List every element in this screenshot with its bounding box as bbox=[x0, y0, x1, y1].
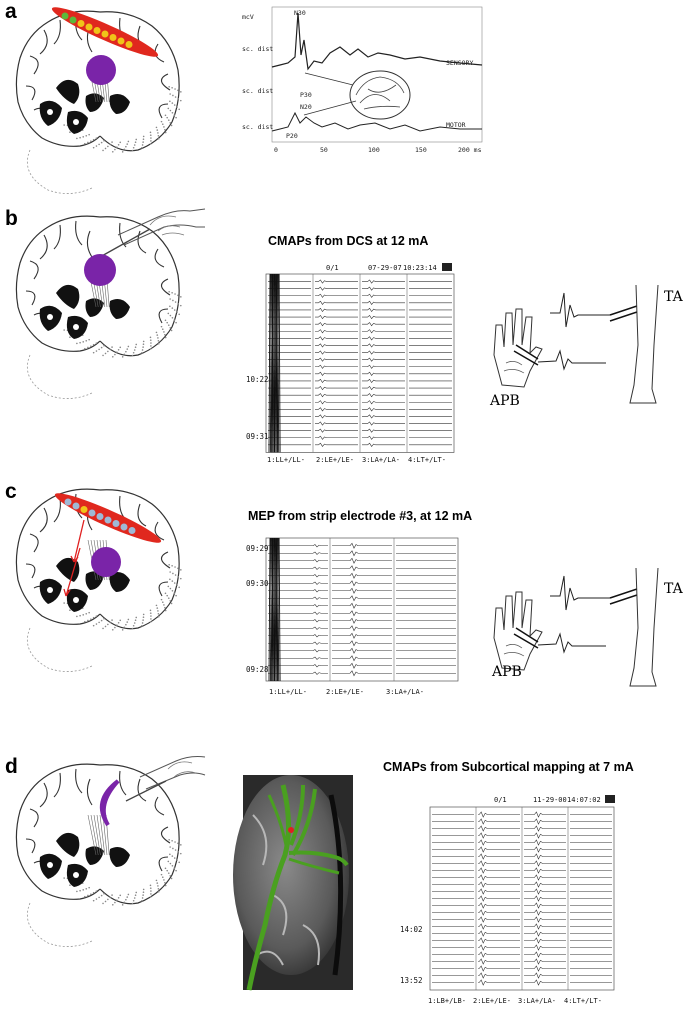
peak-label: N30 bbox=[294, 9, 306, 17]
header-marker bbox=[442, 263, 452, 271]
x-tick: 0 bbox=[274, 146, 278, 154]
svg-text:sc. dist: sc. dist bbox=[242, 123, 273, 131]
x-tick: 50 bbox=[320, 146, 328, 154]
hand-icon bbox=[493, 591, 543, 671]
channel-label: 2:LE+/LE- bbox=[326, 688, 364, 696]
stimulation-marker bbox=[288, 827, 294, 833]
channel-label: 2:LE+/LE- bbox=[473, 997, 511, 1005]
probe-hand-icon bbox=[99, 208, 206, 258]
leg-icon bbox=[629, 284, 659, 404]
svg-text:sc. dist: sc. dist bbox=[242, 45, 273, 53]
header-time: 14:07:02 bbox=[567, 796, 601, 804]
panel-letter-a: a bbox=[5, 0, 17, 23]
peak-label: P30 bbox=[300, 91, 312, 99]
label-apb: APB bbox=[492, 664, 522, 680]
svg-text:mcV: mcV bbox=[242, 13, 254, 21]
brain-section-icon bbox=[15, 488, 182, 672]
fiber-tract bbox=[246, 784, 349, 991]
brain-section-icon bbox=[15, 208, 206, 399]
header-date: 07-29-07 bbox=[368, 264, 402, 272]
tumor bbox=[91, 547, 121, 577]
timestamp: 09:31 bbox=[246, 432, 269, 441]
hand-icon bbox=[493, 308, 543, 388]
brain-section-icon bbox=[15, 756, 206, 947]
timestamp: 09:29 bbox=[246, 544, 269, 553]
channel-label: 4:LT+/LT- bbox=[408, 456, 446, 464]
peak-label: N20 bbox=[300, 103, 312, 111]
header-time: 10:23:14 bbox=[403, 264, 437, 272]
channel-label: 1:LL+/LL- bbox=[267, 456, 305, 464]
panel-letter-b: b bbox=[5, 207, 18, 230]
ep-traces-d bbox=[429, 806, 615, 991]
timestamp: 14:02 bbox=[400, 925, 423, 934]
timestamp: 13:52 bbox=[400, 976, 423, 985]
ep-traces-c bbox=[265, 537, 459, 682]
mri-tractography bbox=[233, 775, 353, 991]
channel-label: 1:LB+/LB- bbox=[428, 997, 466, 1005]
resection-cavity bbox=[99, 779, 120, 827]
ep-traces-b bbox=[265, 273, 455, 453]
panel-letter-d: d bbox=[5, 755, 18, 778]
channel-label: 1:LL+/LL- bbox=[269, 688, 307, 696]
probe-hand-icon bbox=[125, 756, 206, 802]
x-tick: 150 bbox=[415, 146, 427, 154]
leg-icon bbox=[629, 567, 659, 687]
muscle-diagram-b bbox=[493, 284, 659, 404]
header-page: 0/1 bbox=[326, 264, 339, 272]
x-tick: 100 bbox=[368, 146, 380, 154]
header-date: 11-29-00 bbox=[533, 796, 567, 804]
channel-label: 2:LE+/LE- bbox=[316, 456, 354, 464]
trace-label-motor: MOTOR bbox=[446, 121, 466, 129]
timestamp: 09:30 bbox=[246, 579, 269, 588]
peak-label: P20 bbox=[286, 132, 298, 140]
panel-letter-c: c bbox=[5, 480, 17, 503]
muscle-diagram-c bbox=[493, 567, 659, 687]
ssep-recording: mcV sc. dist sc. dist sc. dist N30 P30 N… bbox=[242, 6, 483, 154]
timestamp: 10:22 bbox=[246, 375, 269, 384]
label-ta: TA bbox=[664, 289, 683, 305]
header-page: 0/1 bbox=[494, 796, 507, 804]
channel-label: 3:LA+/LA- bbox=[362, 456, 400, 464]
channel-label: 3:LA+/LA- bbox=[518, 997, 556, 1005]
trace-label-sensory: SENSORY bbox=[446, 59, 473, 67]
label-ta: TA bbox=[664, 581, 683, 597]
brain-section-icon bbox=[15, 7, 182, 194]
tumor bbox=[86, 55, 116, 85]
panel-c-title: MEP from strip electrode #3, at 12 mA bbox=[248, 509, 473, 523]
svg-text:sc. dist: sc. dist bbox=[242, 87, 273, 95]
tumor bbox=[84, 254, 116, 286]
label-apb: APB bbox=[490, 393, 520, 409]
channel-label: 4:LT+/LT- bbox=[564, 997, 602, 1005]
panel-b-title: CMAPs from DCS at 12 mA bbox=[268, 234, 429, 248]
panel-d-title: CMAPs from Subcortical mapping at 7 mA bbox=[383, 760, 634, 774]
header-marker bbox=[605, 795, 615, 803]
x-tick: 200 ms bbox=[458, 146, 482, 154]
channel-label: 3:LA+/LA- bbox=[386, 688, 424, 696]
timestamp: 09:28 bbox=[246, 665, 269, 674]
